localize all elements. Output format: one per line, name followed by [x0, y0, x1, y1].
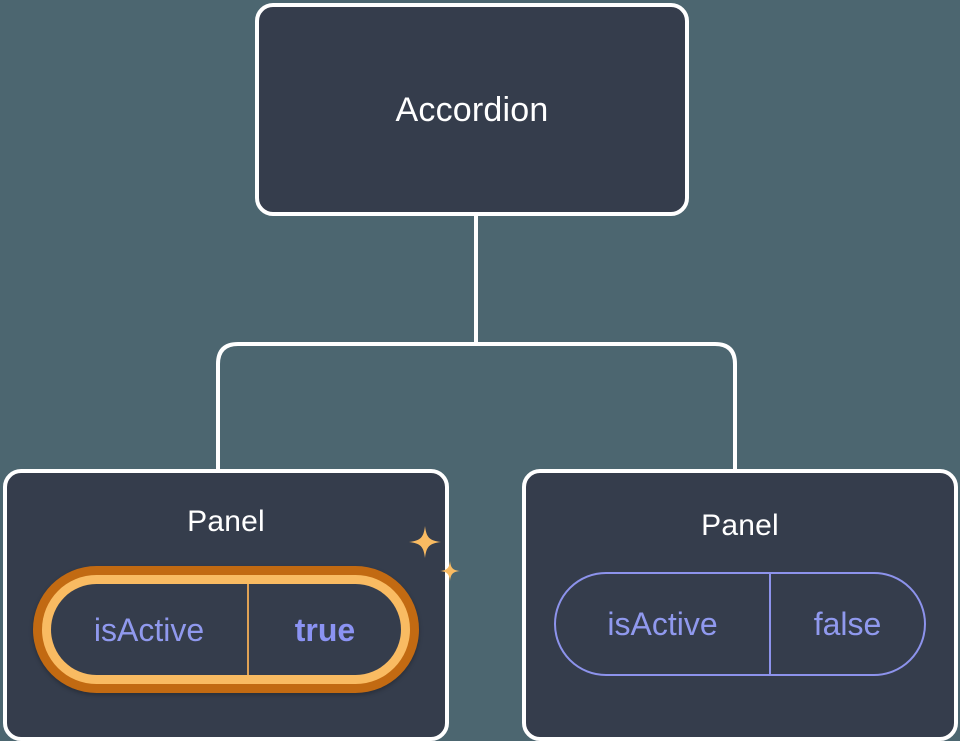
sparkle-group [409, 526, 460, 581]
node-panel-inactive-title: Panel [701, 509, 779, 542]
prop-pill-inactive[interactable]: isActive false [554, 572, 926, 676]
node-panel-active[interactable]: Panel isActive true [3, 469, 460, 741]
prop-pill-inactive-wrap: isActive false [554, 572, 926, 676]
node-accordion[interactable]: Accordion [255, 3, 689, 216]
prop-value-false: false [813, 606, 882, 642]
node-panel-inactive[interactable]: Panel isActive false [522, 469, 958, 741]
edge-to-panel-right [476, 342, 737, 470]
prop-key-isactive-true: isActive [51, 584, 249, 675]
node-accordion-title: Accordion [395, 90, 549, 129]
prop-value-true: true [294, 611, 356, 648]
prop-pill-active-ring: isActive true [42, 575, 410, 684]
prop-pill-active-wrap: isActive true [33, 526, 460, 693]
prop-pill-active-body: isActive true [51, 584, 401, 675]
prop-pill-active[interactable]: isActive true [33, 566, 419, 693]
sparkle-large-icon [409, 526, 441, 558]
edge-to-panel-left [216, 342, 476, 470]
prop-key-isactive-false: isActive [556, 574, 771, 674]
node-panel-active-title: Panel [187, 505, 265, 538]
sparkle-small-icon [440, 561, 460, 581]
